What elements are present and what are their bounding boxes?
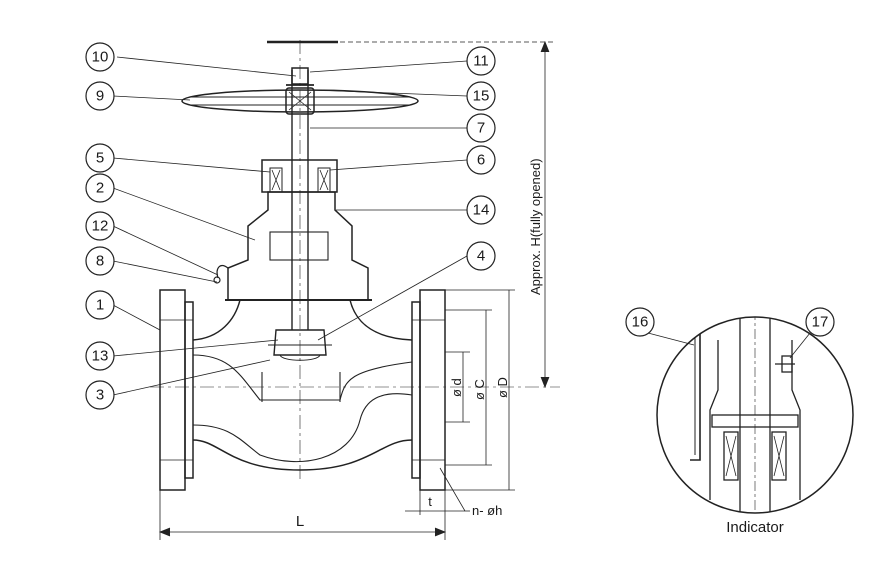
callout-16: 16: [632, 314, 649, 331]
callout-17: 17: [812, 314, 829, 331]
dimension-lines: [158, 40, 555, 540]
callout-7: 7: [477, 120, 485, 137]
body-lower-outline: [192, 439, 413, 471]
callout-15-circle: [466, 81, 496, 111]
callout-10: 10: [92, 49, 109, 66]
leader-lines: [112, 56, 468, 396]
callout-10-circle: [85, 42, 115, 72]
dim-height-label: Approx. H(fully opened): [528, 158, 543, 295]
indicator-plate: [690, 330, 701, 461]
dim-bolt-holes-label: n- øh: [472, 503, 502, 518]
callout-3-circle: [85, 380, 115, 410]
callout-11: 11: [473, 53, 489, 70]
disc: [273, 329, 327, 356]
callout-1-circle: [85, 290, 115, 320]
callout-12: 12: [92, 218, 109, 235]
callout-8-circle: [85, 246, 115, 276]
callout-4-circle: [466, 241, 496, 271]
handwheel-hub: [285, 87, 315, 115]
dim-c-label: ø C: [472, 379, 487, 400]
gland: [261, 159, 338, 193]
callout-4: 4: [477, 248, 485, 265]
callout-6: 6: [477, 152, 485, 169]
dim-d-label: ø d: [449, 378, 464, 397]
dim-t-label: t: [428, 494, 432, 509]
callout-7-circle: [466, 113, 496, 143]
callout-8: 8: [96, 253, 104, 270]
callout-9-circle: [85, 81, 115, 111]
handwheel-rim: [181, 89, 419, 113]
callout-15: 15: [473, 88, 490, 105]
dim-bigD-label: ø D: [495, 377, 510, 398]
callout-14: 14: [473, 202, 490, 219]
callout-1: 1: [96, 297, 104, 314]
callouts: [85, 42, 835, 410]
callout-numbers: 10 9 5 2 12 8 1 13 3 11 15 7 6 14 4 16 1…: [92, 49, 829, 404]
callout-5-circle: [85, 143, 115, 173]
callout-16-circle: [625, 307, 655, 337]
handwheel: [181, 40, 419, 115]
indicator-detail: Indicator: [647, 316, 854, 536]
callout-11-circle: [466, 46, 496, 76]
bonnet-outline: [227, 191, 369, 301]
callout-13-circle: [85, 341, 115, 371]
callout-3: 3: [96, 387, 104, 404]
callout-2-circle: [85, 173, 115, 203]
callout-14-circle: [466, 195, 496, 225]
right-flange-neck: [411, 301, 421, 479]
callout-17-circle: [805, 307, 835, 337]
detail-caption: Indicator: [726, 519, 784, 536]
handwheel-nut: [291, 67, 309, 85]
callout-6-circle: [466, 145, 496, 175]
callout-13: 13: [92, 348, 109, 365]
bonnet: [213, 159, 372, 301]
callout-12-circle: [85, 211, 115, 241]
body-upper-outline: [192, 299, 413, 341]
callout-2: 2: [96, 180, 104, 197]
dim-L-label: L: [296, 513, 304, 530]
callout-5: 5: [96, 150, 104, 167]
callout-9: 9: [96, 88, 104, 105]
left-flange-neck: [184, 301, 194, 479]
